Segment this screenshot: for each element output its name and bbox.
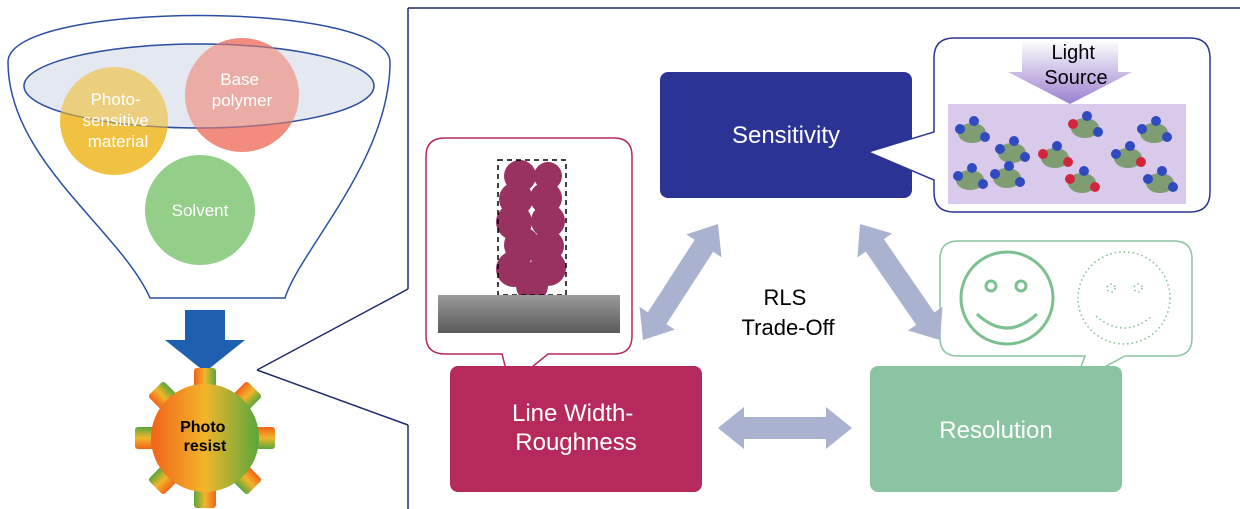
solvent-label: Solvent [172,201,229,220]
molecule-atom [1125,141,1135,151]
molecule-atom [955,124,965,134]
resolution-box [870,366,1122,492]
molecules [953,111,1178,193]
lwr-label: Line Width- Roughness [512,400,640,456]
molecule-body [958,123,986,143]
molecule-atom [967,163,977,173]
sensitivity-box [660,72,912,198]
molecule-atom [1063,157,1073,167]
lwr-box [450,366,702,492]
molecule-atom [1168,182,1178,192]
molecule-body [956,170,984,190]
molecule-atom [1052,141,1062,151]
base-polymer-label: Base polymer [212,70,273,110]
molecule-atom [1038,149,1048,159]
smiley-face-icon [959,250,1055,346]
molecule-atom [1137,124,1147,134]
molecule-atom [1079,166,1089,176]
molecule-body [993,168,1021,188]
photoresist-label: Photo resist [180,419,230,455]
funnel: Photo- sensitive material Base polymer S… [7,14,391,299]
molecule-body [1071,118,1099,138]
molecule-atom [1093,127,1103,137]
molecule-atom [953,171,963,181]
molecule-atom [1090,182,1100,192]
double-arrow-sensitivity-lwr [639,224,722,341]
molecule-atom [978,179,988,189]
molecule-atom [980,132,990,142]
molecule-atom [1136,157,1146,167]
molecule-atom [1162,132,1172,142]
molecule-atom [1015,177,1025,187]
molecule-atom [995,144,1005,154]
double-arrow-lwr-resolution [718,407,852,449]
zoom-callout [256,7,1240,509]
molecule-atom [969,116,979,126]
molecule-body [1146,173,1174,193]
photoresist-gear: Photo resist [135,368,275,508]
molecule-atom [1009,136,1019,146]
down-arrow [165,310,245,372]
solvent-circle [145,155,255,265]
molecule-body [1068,173,1096,193]
photosensitive-label: Photo- sensitive material [83,90,154,151]
sensitivity-label: Sensitivity [732,122,840,149]
molecule-body [1041,148,1069,168]
molecule-atom [1065,174,1075,184]
molecule-body [1114,148,1142,168]
dotted-smiley-icon [1077,251,1171,345]
molecule-atom [1082,111,1092,121]
molecule-body [1140,123,1168,143]
molecule-atom [1020,152,1030,162]
double-arrows [639,224,943,449]
light-source-label: Light Source [1044,42,1107,89]
resolution-label: Resolution [939,417,1052,444]
resist-blob [531,204,565,238]
molecule-atom [990,169,1000,179]
molecule-atom [1157,166,1167,176]
light-arrow [1008,40,1132,104]
double-arrow-sensitivity-resolution [857,224,943,340]
photosensitive-circle [60,67,168,175]
rls-tradeoff-label: RLS Trade-Off [742,285,836,340]
molecule-atom [1143,174,1153,184]
molecule-atom [1004,161,1014,171]
molecule-atom [1111,149,1121,159]
molecule-body [998,143,1026,163]
molecule-atom [1151,116,1161,126]
resist-column [496,160,566,302]
base-polymer-circle [185,38,299,152]
substrate [438,295,620,333]
resist-blob [516,270,548,302]
molecule-atom [1068,119,1078,129]
